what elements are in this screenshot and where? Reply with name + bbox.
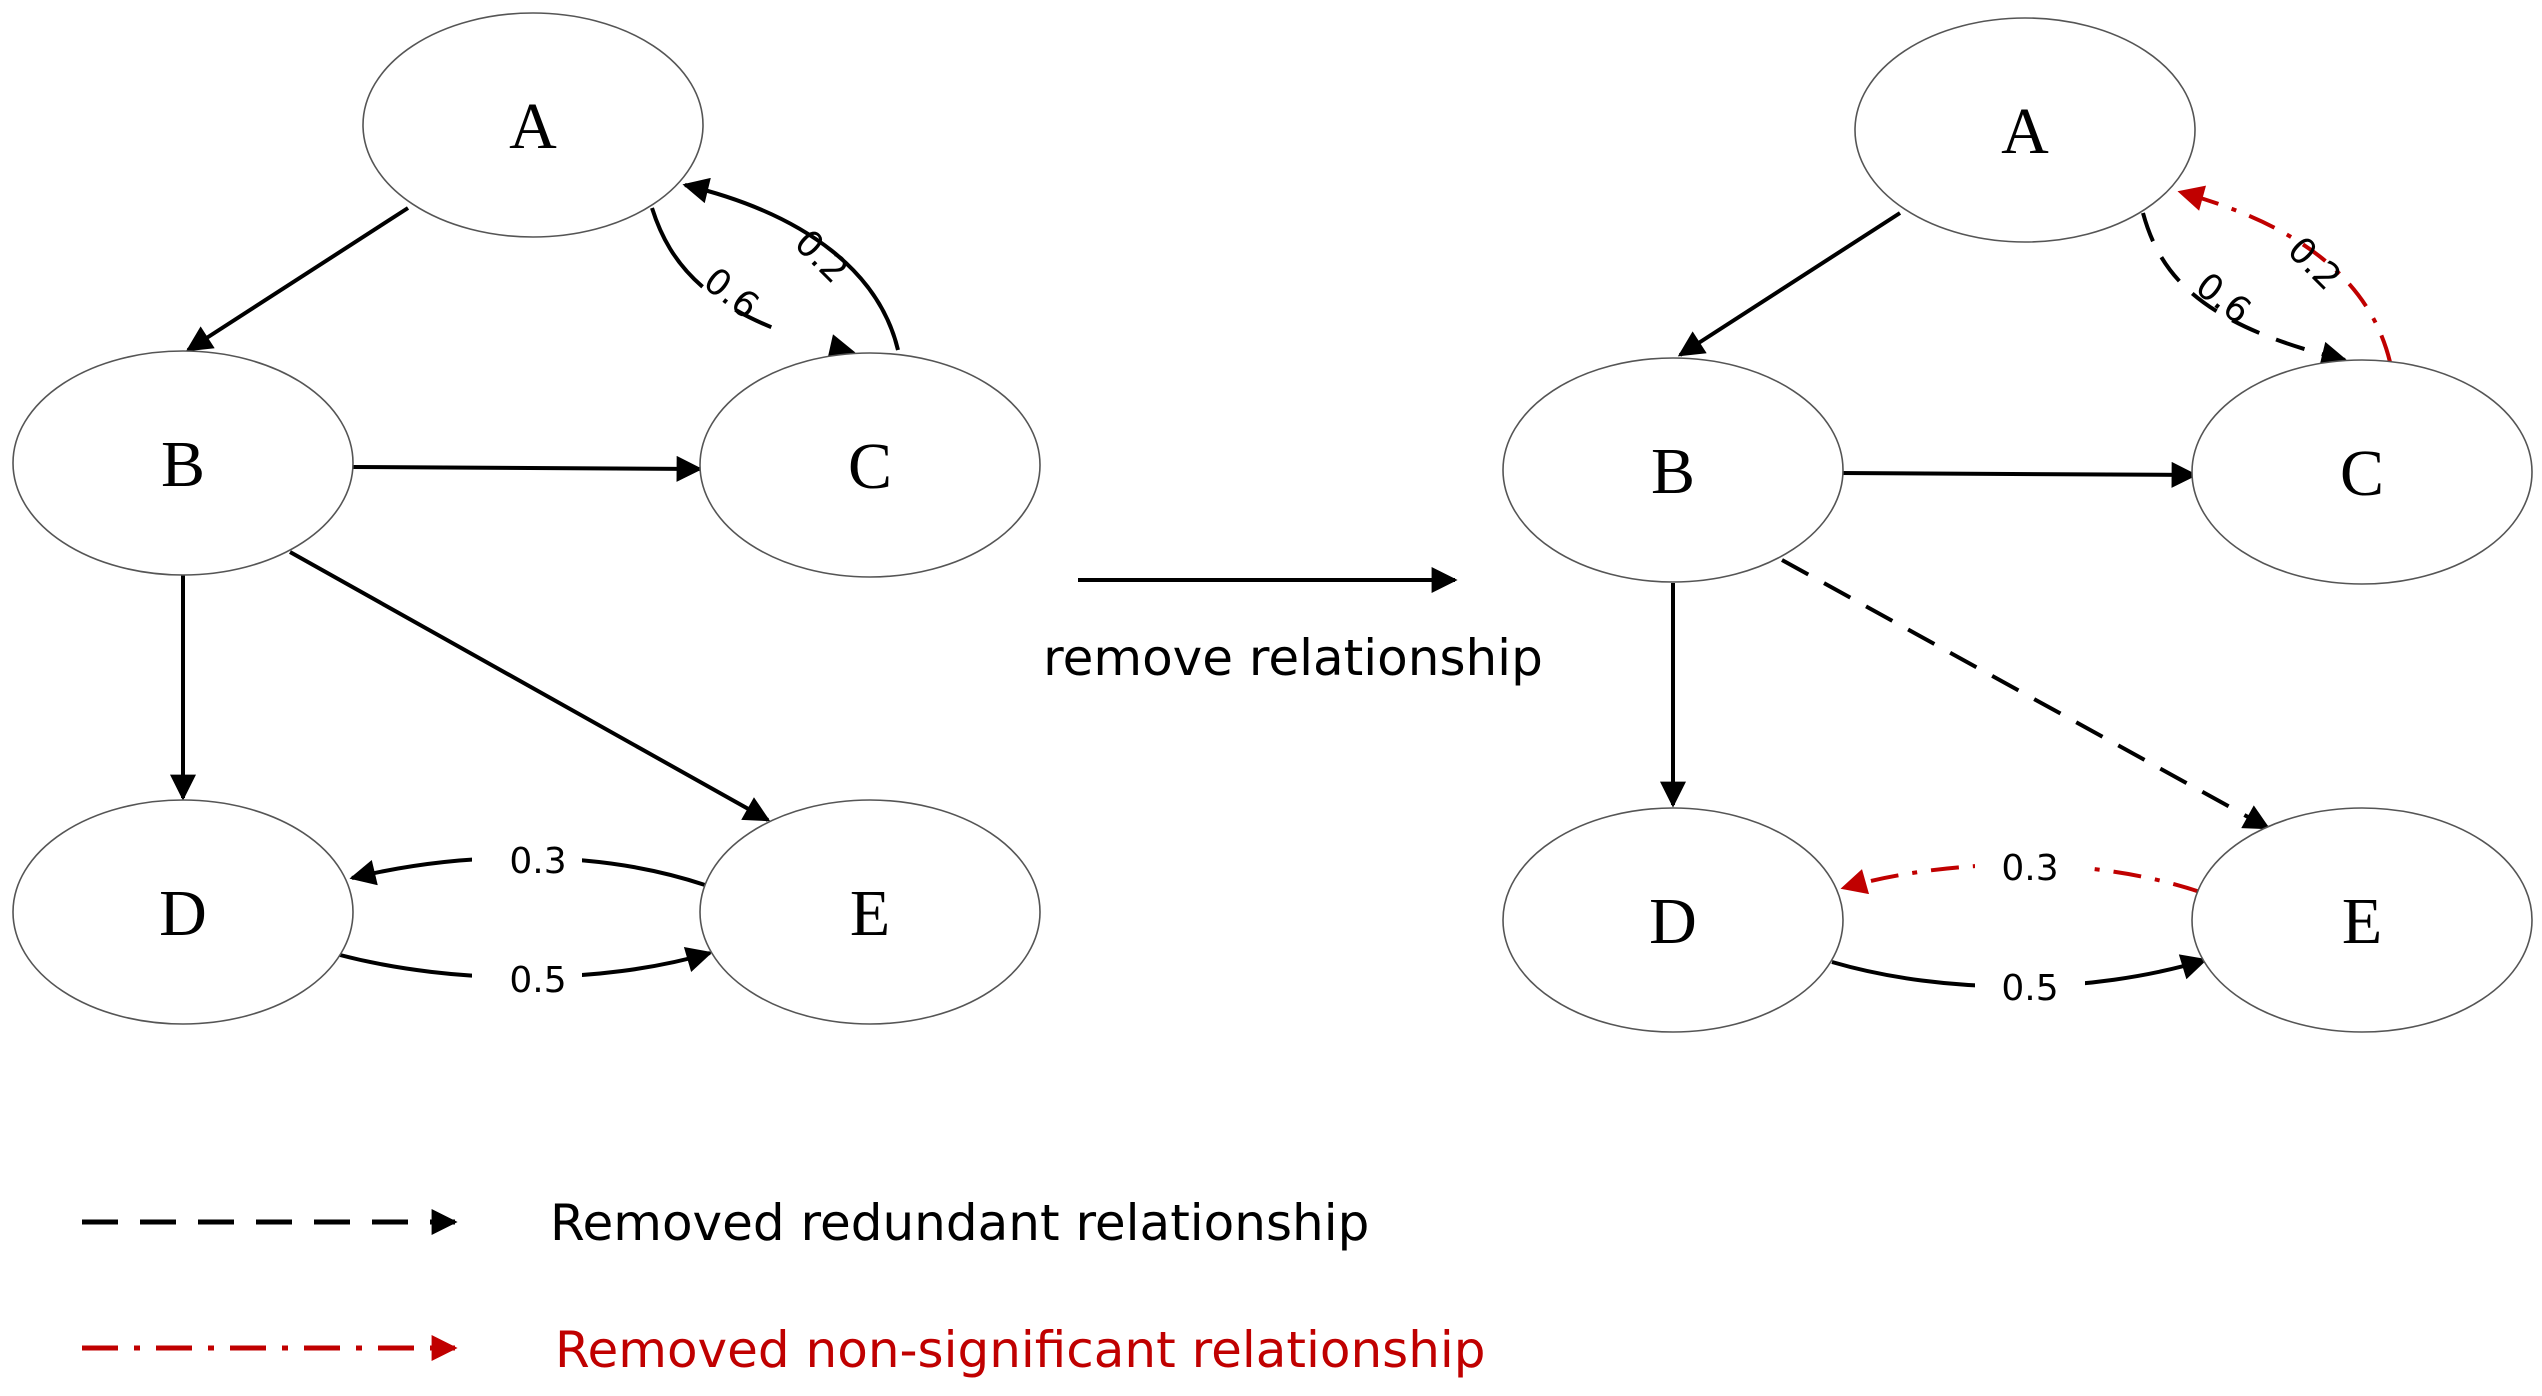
right-node-b-label: B	[1651, 435, 1695, 508]
right-edge-e-d	[1840, 862, 2201, 895]
right-node-d-label: D	[1649, 885, 1697, 958]
right-node-e: E	[2191, 807, 2533, 1033]
right-node-e-label: E	[2342, 885, 2382, 958]
right-node-c-label: C	[2340, 437, 2384, 510]
left-edge-c-a	[682, 177, 900, 351]
right-edge-a-c	[2141, 212, 2348, 368]
left-weight-a-c: 0.6	[696, 260, 766, 328]
left-weight-d-e: 0.5	[509, 960, 566, 1001]
left-node-c: C	[699, 352, 1041, 578]
right-weight-e-d: 0.3	[2001, 848, 2058, 889]
legend-item-redundant: Removed redundant relationship	[82, 1194, 1369, 1252]
left-graph: 0.3 0.5 0.6 0.2 A B C D E	[12, 12, 1041, 1025]
right-edge-b-c	[1839, 461, 2198, 488]
right-node-b: B	[1502, 357, 1844, 583]
right-node-d: D	[1502, 807, 1844, 1033]
legend-redundant-label: Removed redundant relationship	[550, 1194, 1369, 1252]
right-graph: 0.3 0.5 0.6 0.2 A B C D E	[1502, 17, 2533, 1033]
left-node-b: B	[12, 350, 354, 576]
process-label: remove relationship	[1043, 629, 1543, 687]
right-edge-c-a	[2177, 185, 2392, 363]
left-node-d: D	[12, 799, 354, 1025]
left-node-b-label: B	[161, 428, 205, 501]
legend: Removed redundant relationship Removed n…	[82, 1194, 1486, 1379]
left-node-a-label: A	[509, 90, 557, 163]
left-edge-b-e	[289, 550, 771, 822]
process-arrow: remove relationship	[1043, 567, 1543, 687]
right-edge-a-b	[1677, 211, 1902, 357]
legend-item-non-significant: Removed non-significant relationship	[82, 1321, 1486, 1379]
left-node-c-label: C	[848, 430, 892, 503]
left-weight-c-a: 0.2	[786, 222, 855, 291]
right-node-c: C	[2191, 359, 2533, 585]
left-edge-a-b	[185, 206, 410, 352]
left-node-a: A	[362, 12, 704, 238]
left-edges	[170, 177, 900, 980]
right-weight-c-a: 0.2	[2279, 229, 2348, 298]
left-node-e: E	[699, 799, 1041, 1025]
left-edge-b-c	[351, 455, 703, 482]
left-weight-e-d: 0.3	[509, 841, 566, 882]
legend-non-significant-label: Removed non-significant relationship	[555, 1321, 1486, 1379]
left-node-d-label: D	[159, 877, 207, 950]
left-edge-a-c	[650, 207, 856, 360]
right-node-a: A	[1854, 17, 2196, 243]
right-weight-d-e: 0.5	[2001, 968, 2058, 1009]
right-node-a-label: A	[2001, 95, 2049, 168]
left-node-e-label: E	[850, 877, 890, 950]
right-edge-b-e	[1781, 558, 2271, 830]
right-weight-a-c: 0.6	[2188, 265, 2258, 333]
